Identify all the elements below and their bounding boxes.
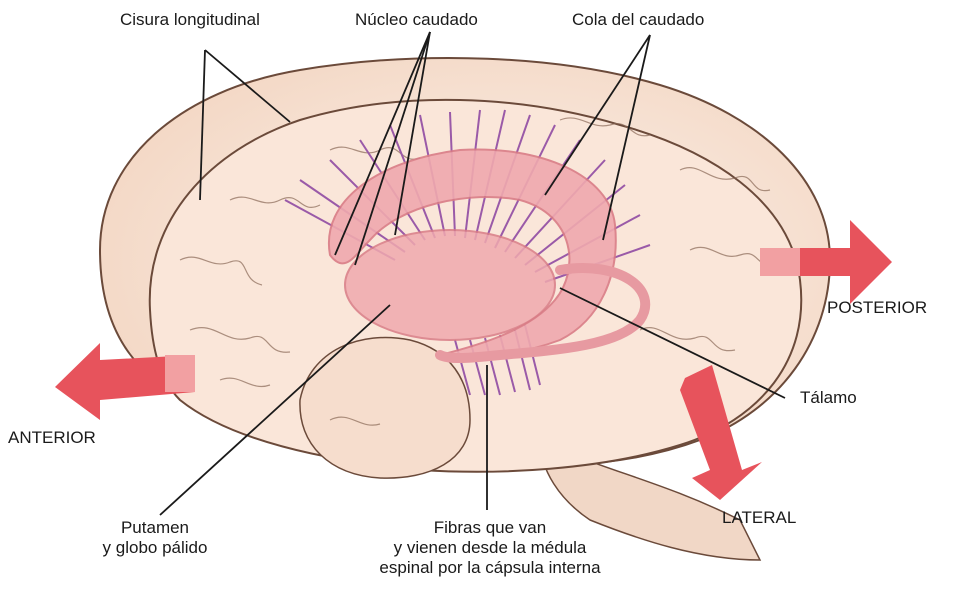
label-lateral: LATERAL — [722, 508, 796, 528]
label-thalamus: Tálamo — [800, 388, 857, 408]
label-fibers-line2: y vienen desde la médula — [350, 538, 630, 558]
label-fibers: Fibras que van y vienen desde la médula … — [350, 518, 630, 578]
label-putamen: Putamen y globo pálido — [70, 518, 240, 558]
label-fibers-line3: espinal por la cápsula interna — [350, 558, 630, 578]
label-putamen-line1: Putamen — [70, 518, 240, 538]
label-caudate-tail: Cola del caudado — [572, 10, 704, 30]
putamen-globus-pallidus — [345, 230, 555, 340]
label-longitudinal-fissure: Cisura longitudinal — [120, 10, 260, 30]
label-fibers-line1: Fibras que van — [350, 518, 630, 538]
label-putamen-line2: y globo pálido — [70, 538, 240, 558]
label-caudate-nucleus: Núcleo caudado — [355, 10, 478, 30]
label-anterior: ANTERIOR — [8, 428, 96, 448]
label-posterior: POSTERIOR — [827, 298, 927, 318]
